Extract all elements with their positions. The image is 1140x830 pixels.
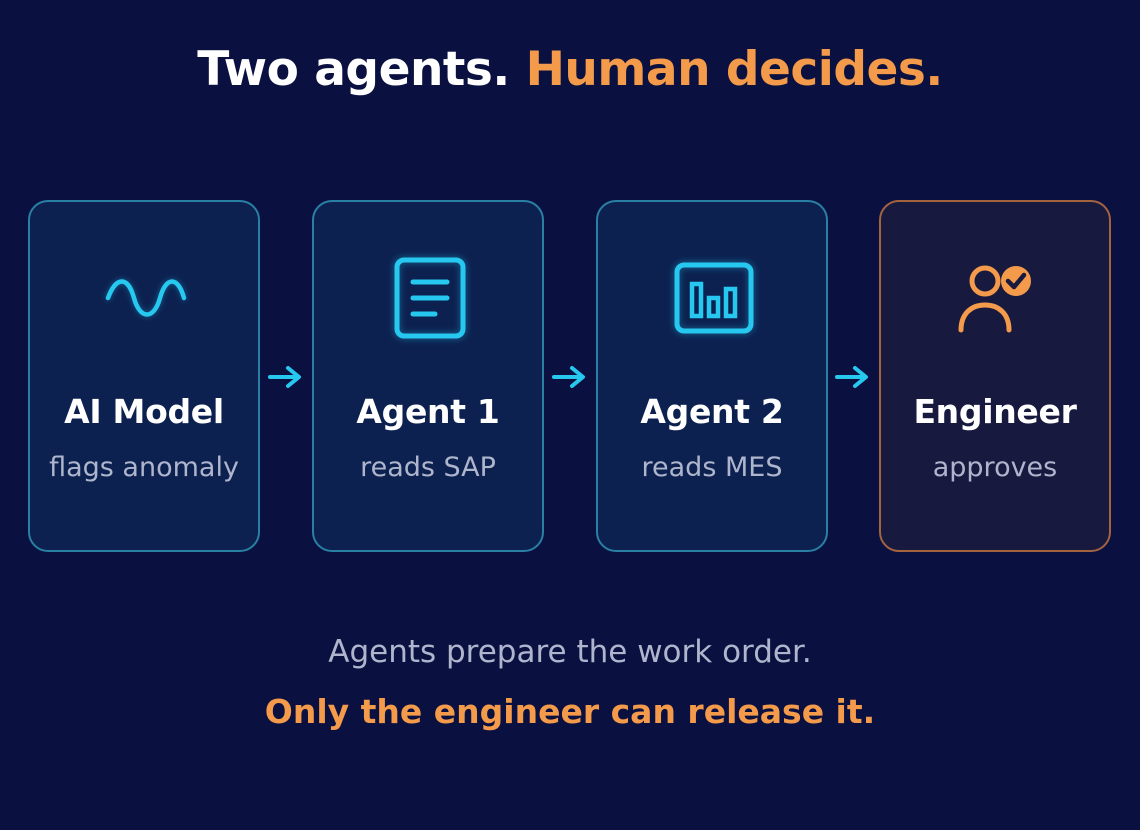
step-name: Engineer [913, 392, 1077, 431]
page-title: Two agents. Human decides. [0, 40, 1140, 100]
step-card-agent-1: Agent 1 reads SAP [312, 200, 544, 552]
wave-icon [105, 279, 187, 317]
footer-emphasis: Only the engineer can release it. [264, 692, 876, 731]
title-accent: Human decides. [525, 42, 944, 97]
step-desc: approves [932, 452, 1058, 483]
bar-chart-icon [672, 260, 756, 336]
step-card-engineer: Engineer approves [879, 200, 1111, 552]
step-name: Agent 1 [356, 392, 500, 431]
step-desc: flags anomaly [49, 452, 239, 483]
title-main: Two agents. [197, 42, 510, 97]
step-name: AI Model [64, 392, 224, 431]
arrow-right-icon [552, 366, 585, 388]
arrow-right-icon [268, 366, 301, 388]
document-icon [392, 255, 468, 341]
step-desc: reads SAP [360, 452, 496, 483]
step-card-ai-model: AI Model flags anomaly [28, 200, 260, 552]
step-desc: reads MES [641, 452, 783, 483]
footer-note: Agents prepare the work order. [328, 634, 812, 670]
user-check-icon [958, 265, 1031, 333]
step-card-agent-2: Agent 2 reads MES [596, 200, 828, 552]
arrow-right-icon [835, 366, 868, 388]
step-name: Agent 2 [640, 392, 784, 431]
